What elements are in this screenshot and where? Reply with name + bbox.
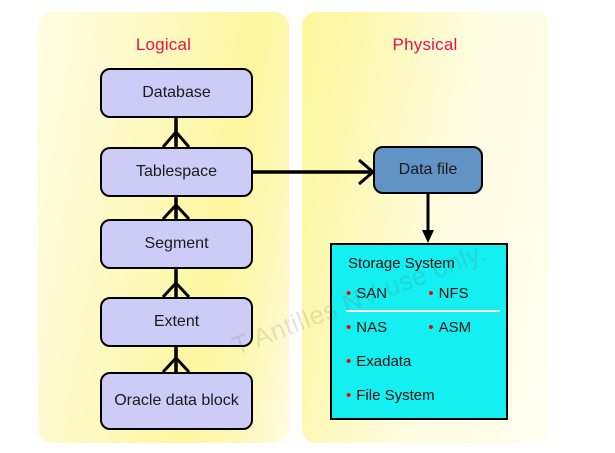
bullet-icon: •: [346, 284, 352, 302]
node-data-file-label: Data file: [398, 160, 458, 178]
bullet-icon: •: [346, 352, 352, 370]
storage-item-asm: • ASM: [428, 319, 500, 336]
storage-item-nfs-label: NFS: [438, 284, 469, 302]
node-storage-system[interactable]: Storage System • SAN • NFS • NAS: [330, 243, 508, 420]
node-database[interactable]: Database: [100, 68, 253, 118]
bullet-icon: •: [346, 386, 352, 404]
storage-system-title: Storage System: [348, 255, 455, 272]
node-extent-label: Extent: [153, 312, 200, 330]
node-oracle-data-block[interactable]: Oracle data block: [100, 372, 253, 430]
storage-item-exadata: • Exadata: [346, 353, 438, 370]
storage-system-list: • SAN • NFS • NAS • ASM: [346, 276, 500, 412]
storage-item-san: • SAN: [346, 285, 428, 302]
bullet-icon: •: [346, 318, 352, 336]
storage-item-file-system: • File System: [346, 387, 438, 404]
storage-item-nas-label: NAS: [356, 318, 388, 336]
node-segment-label: Segment: [144, 234, 209, 252]
node-database-label: Database: [142, 83, 211, 101]
storage-item-nas: • NAS: [346, 319, 428, 336]
node-oracle-data-block-label: Oracle data block: [114, 391, 239, 409]
node-data-file[interactable]: Data file: [373, 146, 483, 194]
node-segment[interactable]: Segment: [100, 219, 253, 269]
panel-logical-title: Logical: [135, 35, 192, 54]
storage-row: • File System: [346, 378, 500, 412]
storage-item-exadata-label: Exadata: [356, 352, 412, 370]
node-extent[interactable]: Extent: [100, 297, 253, 347]
storage-item-file-system-label: File System: [356, 386, 435, 404]
storage-divider: [346, 310, 500, 312]
bullet-icon: •: [428, 284, 434, 302]
bullet-icon: •: [428, 318, 434, 336]
panel-physical-title: Physical: [392, 35, 458, 54]
node-tablespace-label: Tablespace: [136, 162, 217, 180]
storage-row: • NAS • ASM: [346, 310, 500, 344]
storage-row: • Exadata: [346, 344, 500, 378]
storage-row: • SAN • NFS: [346, 276, 500, 310]
storage-item-san-label: SAN: [356, 284, 388, 302]
storage-item-asm-label: ASM: [438, 318, 472, 336]
storage-item-nfs: • NFS: [428, 285, 500, 302]
node-tablespace[interactable]: Tablespace: [100, 147, 253, 197]
